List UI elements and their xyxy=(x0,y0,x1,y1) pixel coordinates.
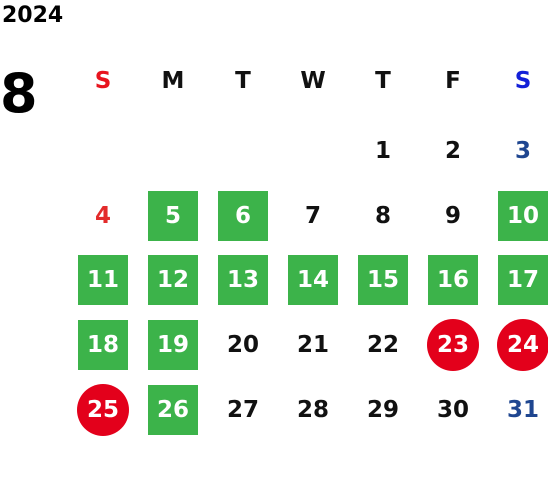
week-row: 1 2 3 xyxy=(68,121,548,181)
day-number: 24 xyxy=(497,319,548,371)
day-number: 21 xyxy=(296,332,329,358)
weekday-label: W xyxy=(300,68,326,94)
day-cell: 8 xyxy=(348,186,418,246)
day-number: 17 xyxy=(498,255,548,305)
day-number: 8 xyxy=(374,203,391,229)
day-number: 30 xyxy=(436,397,469,423)
day-cell xyxy=(278,121,348,181)
day-number: 27 xyxy=(226,397,259,423)
weekday-header-cell: T xyxy=(208,55,278,107)
day-cell: 10 xyxy=(488,186,548,246)
day-number: 18 xyxy=(78,320,128,370)
day-cell: 22 xyxy=(348,315,418,375)
weekday-label: S xyxy=(94,68,112,94)
day-number: 12 xyxy=(148,255,198,305)
day-cell: 25 xyxy=(68,380,138,440)
day-cell xyxy=(68,121,138,181)
year-label: 2024 xyxy=(2,3,64,28)
weekday-label: M xyxy=(161,68,185,94)
weekday-label: S xyxy=(514,68,532,94)
weekday-header-cell: T xyxy=(348,55,418,107)
day-cell: 31 xyxy=(488,380,548,440)
day-cell: 18 xyxy=(68,315,138,375)
weekday-label: F xyxy=(445,68,461,94)
day-number: 15 xyxy=(358,255,408,305)
weekday-header-cell: S xyxy=(488,55,548,107)
day-number: 2 xyxy=(444,138,461,164)
weekday-label: T xyxy=(235,68,251,94)
day-cell: 4 xyxy=(68,186,138,246)
day-cell xyxy=(208,121,278,181)
day-cell: 26 xyxy=(138,380,208,440)
day-number: 11 xyxy=(78,255,128,305)
day-cell: 20 xyxy=(208,315,278,375)
weekday-header-cell: F xyxy=(418,55,488,107)
day-cell: 21 xyxy=(278,315,348,375)
week-row: 18 19 20 21 22 23 24 xyxy=(68,315,548,375)
day-cell: 6 xyxy=(208,186,278,246)
day-cell: 23 xyxy=(418,315,488,375)
day-number: 23 xyxy=(427,319,479,371)
day-number: 31 xyxy=(506,397,539,423)
day-cell: 28 xyxy=(278,380,348,440)
month-label: 8 xyxy=(0,62,38,125)
day-number: 5 xyxy=(148,191,198,241)
day-cell: 27 xyxy=(208,380,278,440)
week-row: 11 12 13 14 15 16 17 xyxy=(68,250,548,310)
day-cell: 12 xyxy=(138,250,208,310)
day-cell: 9 xyxy=(418,186,488,246)
day-number: 3 xyxy=(514,138,531,164)
weekday-header-cell: S xyxy=(68,55,138,107)
day-cell xyxy=(138,121,208,181)
weekday-header-cell: W xyxy=(278,55,348,107)
day-number: 13 xyxy=(218,255,268,305)
day-cell: 5 xyxy=(138,186,208,246)
day-cell: 11 xyxy=(68,250,138,310)
day-cell: 7 xyxy=(278,186,348,246)
day-number: 20 xyxy=(226,332,259,358)
day-number: 9 xyxy=(444,203,461,229)
week-row: 25 26 27 28 29 30 31 xyxy=(68,380,548,440)
day-cell: 3 xyxy=(488,121,548,181)
day-number: 7 xyxy=(304,203,321,229)
day-number: 6 xyxy=(218,191,268,241)
day-cell: 17 xyxy=(488,250,548,310)
day-cell: 14 xyxy=(278,250,348,310)
day-number: 22 xyxy=(366,332,399,358)
day-cell: 1 xyxy=(348,121,418,181)
day-number: 19 xyxy=(148,320,198,370)
day-number: 14 xyxy=(288,255,338,305)
day-number: 25 xyxy=(77,384,129,436)
day-number: 28 xyxy=(296,397,329,423)
day-cell: 30 xyxy=(418,380,488,440)
day-cell: 13 xyxy=(208,250,278,310)
day-cell: 19 xyxy=(138,315,208,375)
day-cell: 2 xyxy=(418,121,488,181)
day-cell: 29 xyxy=(348,380,418,440)
day-cell: 24 xyxy=(488,315,548,375)
day-cell: 15 xyxy=(348,250,418,310)
day-number: 26 xyxy=(148,385,198,435)
day-number: 10 xyxy=(498,191,548,241)
weekday-header-cell: M xyxy=(138,55,208,107)
day-number: 16 xyxy=(428,255,478,305)
day-cell: 16 xyxy=(418,250,488,310)
day-number: 29 xyxy=(366,397,399,423)
weekday-label: T xyxy=(375,68,391,94)
day-number: 4 xyxy=(94,203,111,229)
day-number: 1 xyxy=(374,138,391,164)
